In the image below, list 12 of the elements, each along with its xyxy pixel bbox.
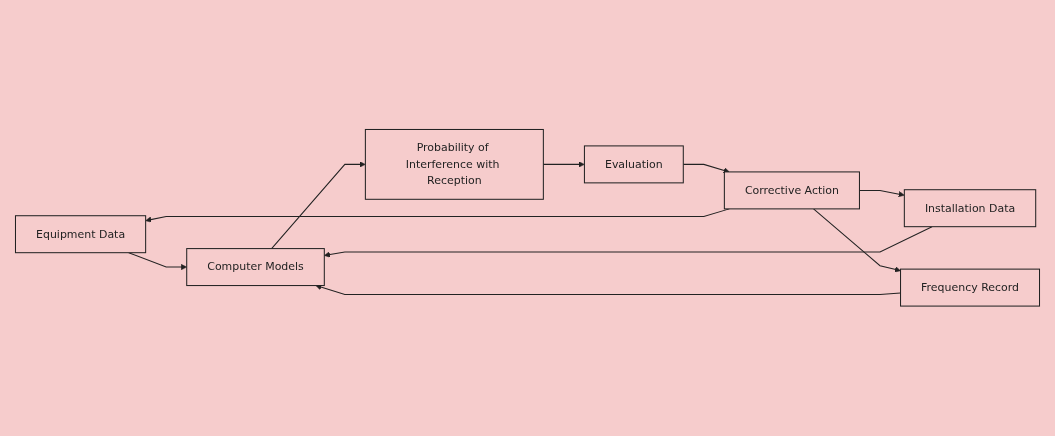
node-box (900, 268, 1041, 307)
node-box (14, 215, 147, 254)
node-box (186, 248, 325, 287)
arrow (324, 226, 933, 258)
arrow (271, 161, 366, 250)
arrow (128, 252, 187, 271)
node-box (723, 171, 860, 210)
node-box (364, 129, 544, 201)
flowchart-drawing: Equipment Data Installation Data Frequency Record Computer Models Probability of Interference with Reception Evaluation Corrective Action (10, 124, 1045, 312)
node-box (903, 189, 1037, 228)
arrow (813, 208, 901, 273)
node-box (583, 145, 684, 184)
